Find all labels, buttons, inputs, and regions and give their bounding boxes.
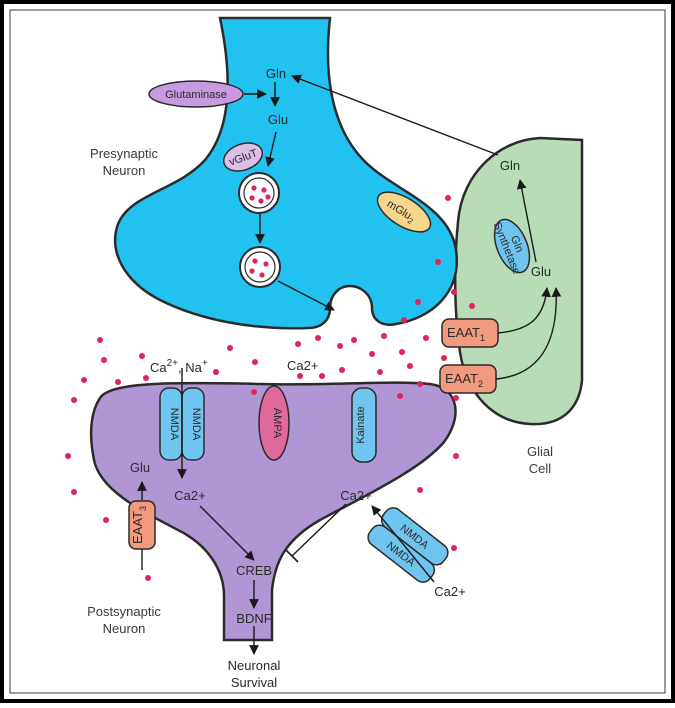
ampa-receptor: AMPA [259,386,289,460]
glutaminase-label: Glutaminase [165,89,227,101]
kainate-receptor: Kainate [352,388,376,462]
postsynaptic-title-1: Postsynaptic [87,604,161,619]
ca-post-right: Ca2+ [340,488,371,503]
eaat3-transporter: EAAT3 [129,501,155,549]
vesicle-top [239,173,279,213]
glutaminase-enzyme: Glutaminase [149,81,243,107]
gln-presynaptic: Gln [266,66,286,81]
survival-label-2: Survival [231,675,277,690]
kainate-label: Kainate [355,406,367,443]
glial-title-2: Cell [529,461,552,476]
glu-postsynaptic: Glu [130,460,150,475]
eaat1-transporter: EAAT1 [442,319,498,347]
nmda-label-2: NMDA [190,408,202,441]
ca-bottom: Ca2+ [434,584,465,599]
ampa-label: AMPA [271,408,283,439]
ca-post-left: Ca2+ [174,488,205,503]
postsynaptic-title-2: Neuron [103,621,146,636]
nmda-label-1: NMDA [168,408,180,441]
ca-cleft-label: Ca2+ [287,358,318,373]
glu-presynaptic: Glu [268,112,288,127]
ca-na-label: Ca2+, Na+ [150,358,208,375]
glu-glial: Glu [531,264,551,279]
creb-label: CREB [236,563,272,578]
glial-title-1: Glial [527,444,553,459]
presynaptic-title-1: Presynaptic [90,146,158,161]
presynaptic-title-2: Neuron [103,163,146,178]
eaat2-transporter: EAAT2 [440,365,496,393]
bdnf-label: BDNF [236,611,271,626]
gln-glial: Gln [500,158,520,173]
vesicle-bottom [240,247,280,287]
survival-label-1: Neuronal [228,658,281,673]
